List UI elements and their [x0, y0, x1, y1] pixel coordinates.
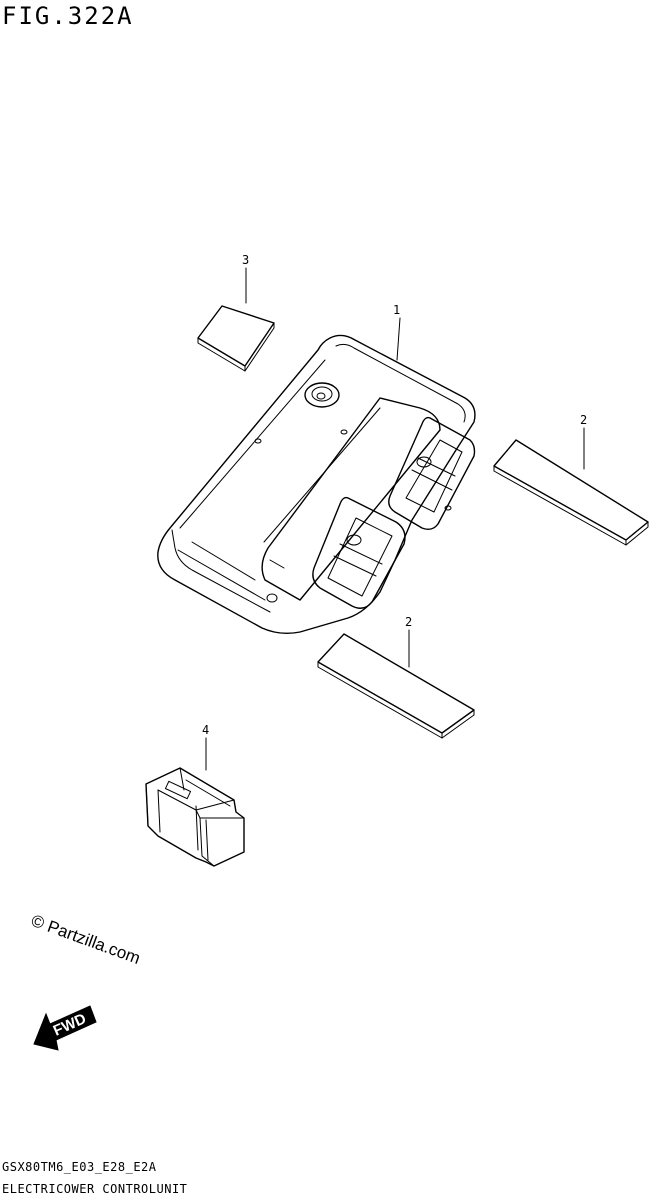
callout-2-lower: 2 [405, 615, 412, 629]
callout-1: 1 [393, 303, 400, 317]
figure-title: FIG.322A [2, 2, 134, 30]
footer-section-name: ELECTRICOWER CONTROLUNIT [2, 1182, 188, 1196]
watermark-text: © Partzilla.com [29, 911, 143, 968]
callout-3: 3 [242, 253, 249, 267]
part-pad-upper: 2 [493, 413, 649, 546]
part-cushion-pad: 3 [197, 253, 275, 372]
callout-4: 4 [202, 723, 209, 737]
partzilla-watermark: © Partzilla.com [29, 911, 143, 968]
part-ecu-unit: 1 [157, 303, 476, 635]
leader-line-1 [396, 317, 401, 361]
part-pad-lower: 2 [317, 615, 475, 739]
callout-2-upper: 2 [580, 413, 587, 427]
part-relay: 4 [145, 723, 245, 867]
fwd-direction-arrow: FWD [33, 1005, 97, 1051]
arrow-icon [33, 1005, 97, 1051]
fwd-label: FWD [51, 1010, 89, 1039]
footer-model-code: GSX80TM6_E03_E28_E2A [2, 1160, 157, 1174]
